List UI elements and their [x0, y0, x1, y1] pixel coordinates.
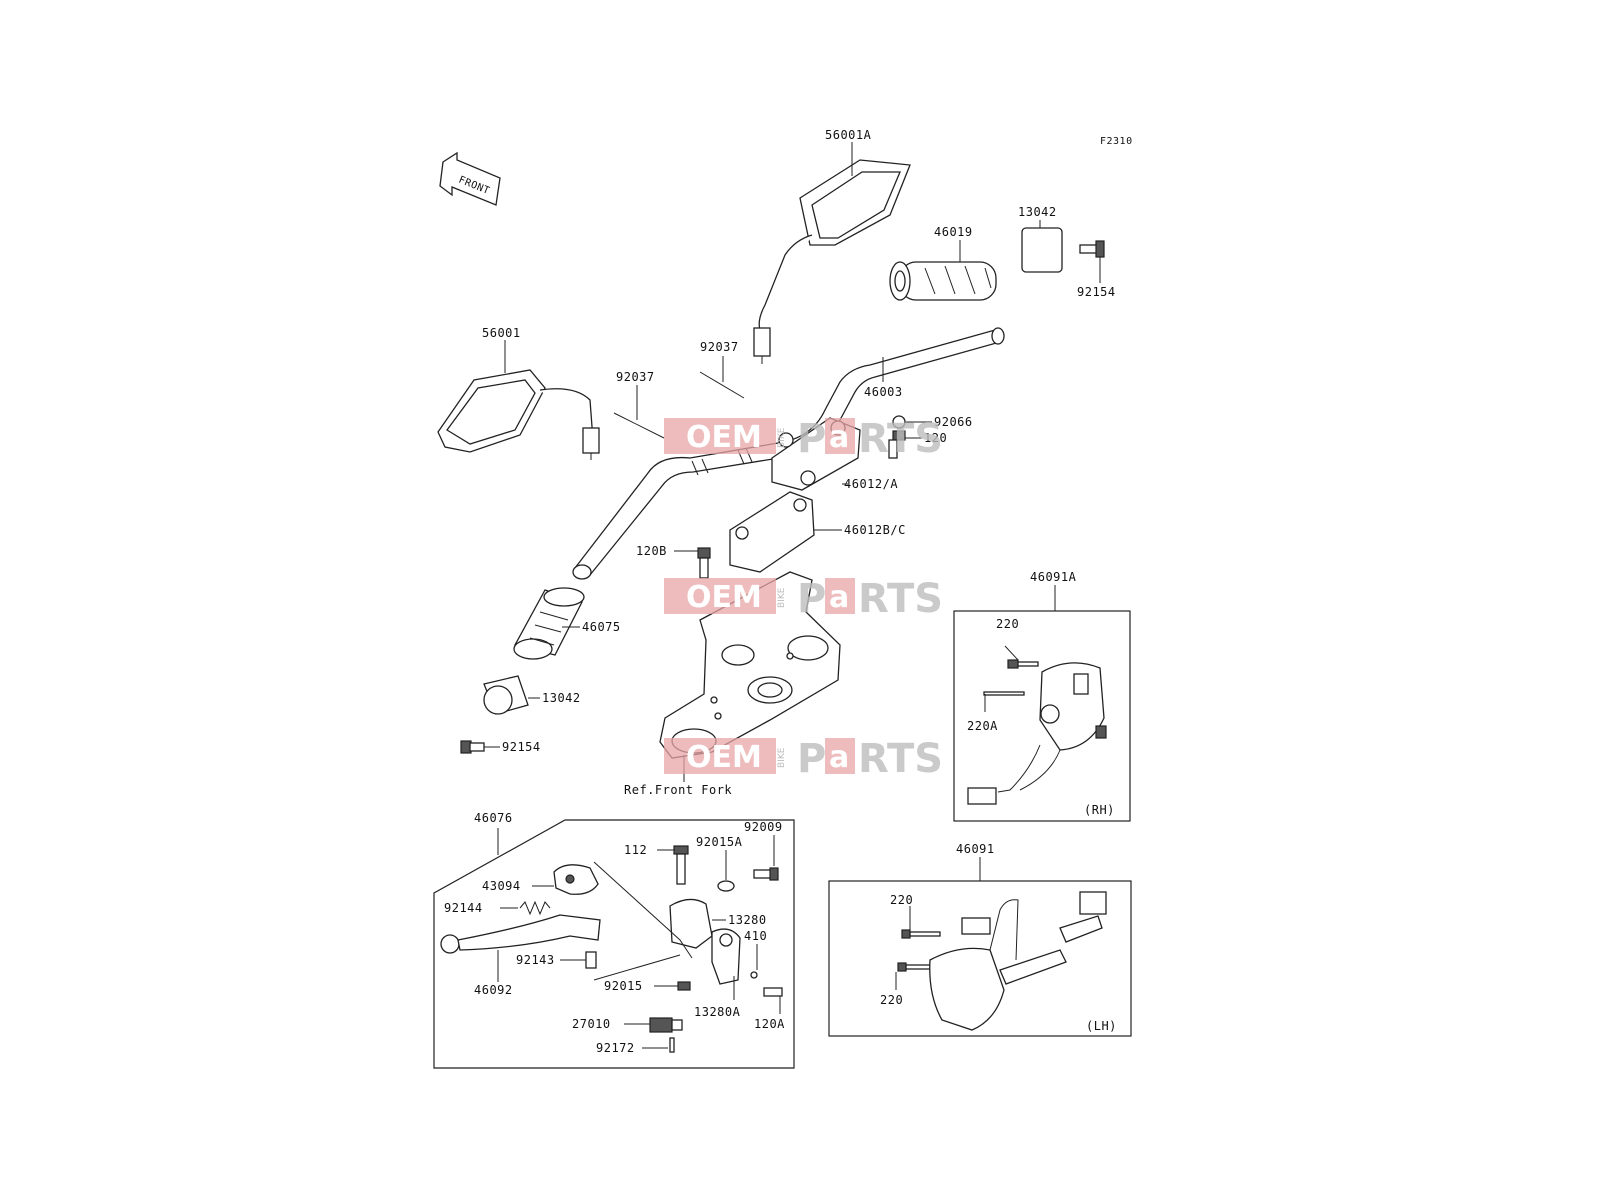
svg-text:OEM: OEM	[686, 420, 762, 455]
label-43094: 43094	[482, 879, 521, 893]
label-92154-bottom: 92154	[502, 740, 541, 754]
switch-rh-group	[953, 585, 1131, 822]
svg-text:RTS: RTS	[858, 736, 943, 782]
label-56001: 56001	[482, 326, 521, 340]
label-120A: 120A	[754, 1017, 785, 1031]
svg-text:OEM: OEM	[686, 740, 762, 775]
rh-side-label: (RH)	[1084, 803, 1115, 817]
label-92066: 92066	[934, 415, 973, 429]
label-92172: 92172	[596, 1041, 635, 1055]
label-120: 120	[924, 431, 947, 445]
svg-text:P: P	[797, 416, 826, 462]
label-92143: 92143	[516, 953, 555, 967]
grip-right-icon	[889, 240, 997, 301]
label-92144: 92144	[444, 901, 483, 915]
watermark-2: OEM BIKE P a RTS	[664, 576, 943, 622]
pin-92037-b-icon	[699, 356, 745, 399]
label-46092: 46092	[474, 983, 513, 997]
svg-text:RTS: RTS	[858, 576, 943, 622]
label-92015: 92015	[604, 979, 643, 993]
svg-text:BIKE: BIKE	[777, 747, 787, 768]
label-46075: 46075	[582, 620, 621, 634]
label-120B: 120B	[636, 544, 667, 558]
washer-92066-icon	[892, 415, 932, 429]
bolt-120B-icon	[674, 547, 711, 579]
label-56001A: 56001A	[825, 128, 872, 142]
label-46012A: 46012/A	[844, 477, 898, 491]
svg-text:a: a	[829, 580, 849, 615]
mirror-left-icon	[437, 340, 600, 460]
label-220A: 220A	[967, 719, 998, 733]
bar-end-weight-top-icon	[1021, 220, 1063, 273]
label-13280: 13280	[728, 913, 767, 927]
bolt-92154-top-icon	[1079, 240, 1105, 283]
bar-end-weight-bottom-icon	[483, 675, 540, 715]
label-13280A: 13280A	[694, 1005, 741, 1019]
label-13042-top: 13042	[1018, 205, 1057, 219]
handlebar-lower-holder-icon	[729, 491, 842, 573]
watermark-1: OEM BIKE P a RTS	[664, 416, 943, 462]
svg-text:RTS: RTS	[858, 416, 943, 462]
svg-text:P: P	[797, 576, 826, 622]
label-92015A: 92015A	[696, 835, 743, 849]
watermark-3: OEM BIKE P a RTS	[664, 736, 943, 782]
svg-text:P: P	[797, 736, 826, 782]
label-46012BC: 46012B/C	[844, 523, 906, 537]
grip-left-icon	[513, 587, 585, 660]
ref-front-fork-label: Ref.Front Fork	[624, 783, 732, 797]
label-46076: 46076	[474, 811, 513, 825]
svg-text:a: a	[829, 740, 849, 775]
label-92009: 92009	[744, 820, 783, 834]
label-112: 112	[624, 843, 647, 857]
lh-side-label: (LH)	[1086, 1019, 1117, 1033]
pin-92037-a-icon	[613, 385, 665, 439]
label-46003: 46003	[864, 385, 903, 399]
label-27010: 27010	[572, 1017, 611, 1031]
svg-text:OEM: OEM	[686, 580, 762, 615]
label-46091A: 46091A	[1030, 570, 1077, 584]
label-220-lh-a: 220	[890, 893, 913, 907]
label-220-rh: 220	[996, 617, 1019, 631]
label-46019: 46019	[934, 225, 973, 239]
label-92154-top: 92154	[1077, 285, 1116, 299]
label-92037-a: 92037	[616, 370, 655, 384]
label-92037-b: 92037	[700, 340, 739, 354]
label-46091: 46091	[956, 842, 995, 856]
label-13042-bottom: 13042	[542, 691, 581, 705]
label-410: 410	[744, 929, 767, 943]
lever-assembly-group	[433, 819, 795, 1069]
label-220-lh-b: 220	[880, 993, 903, 1007]
front-arrow-icon: FRONT	[439, 151, 501, 206]
figure-code: F2310	[1100, 136, 1133, 147]
bolt-120-icon	[888, 430, 922, 459]
svg-text:a: a	[829, 420, 849, 455]
bolt-92154-bottom-icon	[460, 740, 500, 754]
mirror-right-icon	[753, 142, 911, 364]
svg-text:BIKE: BIKE	[777, 427, 787, 448]
svg-text:BIKE: BIKE	[777, 587, 787, 608]
switch-lh-group	[828, 857, 1132, 1037]
